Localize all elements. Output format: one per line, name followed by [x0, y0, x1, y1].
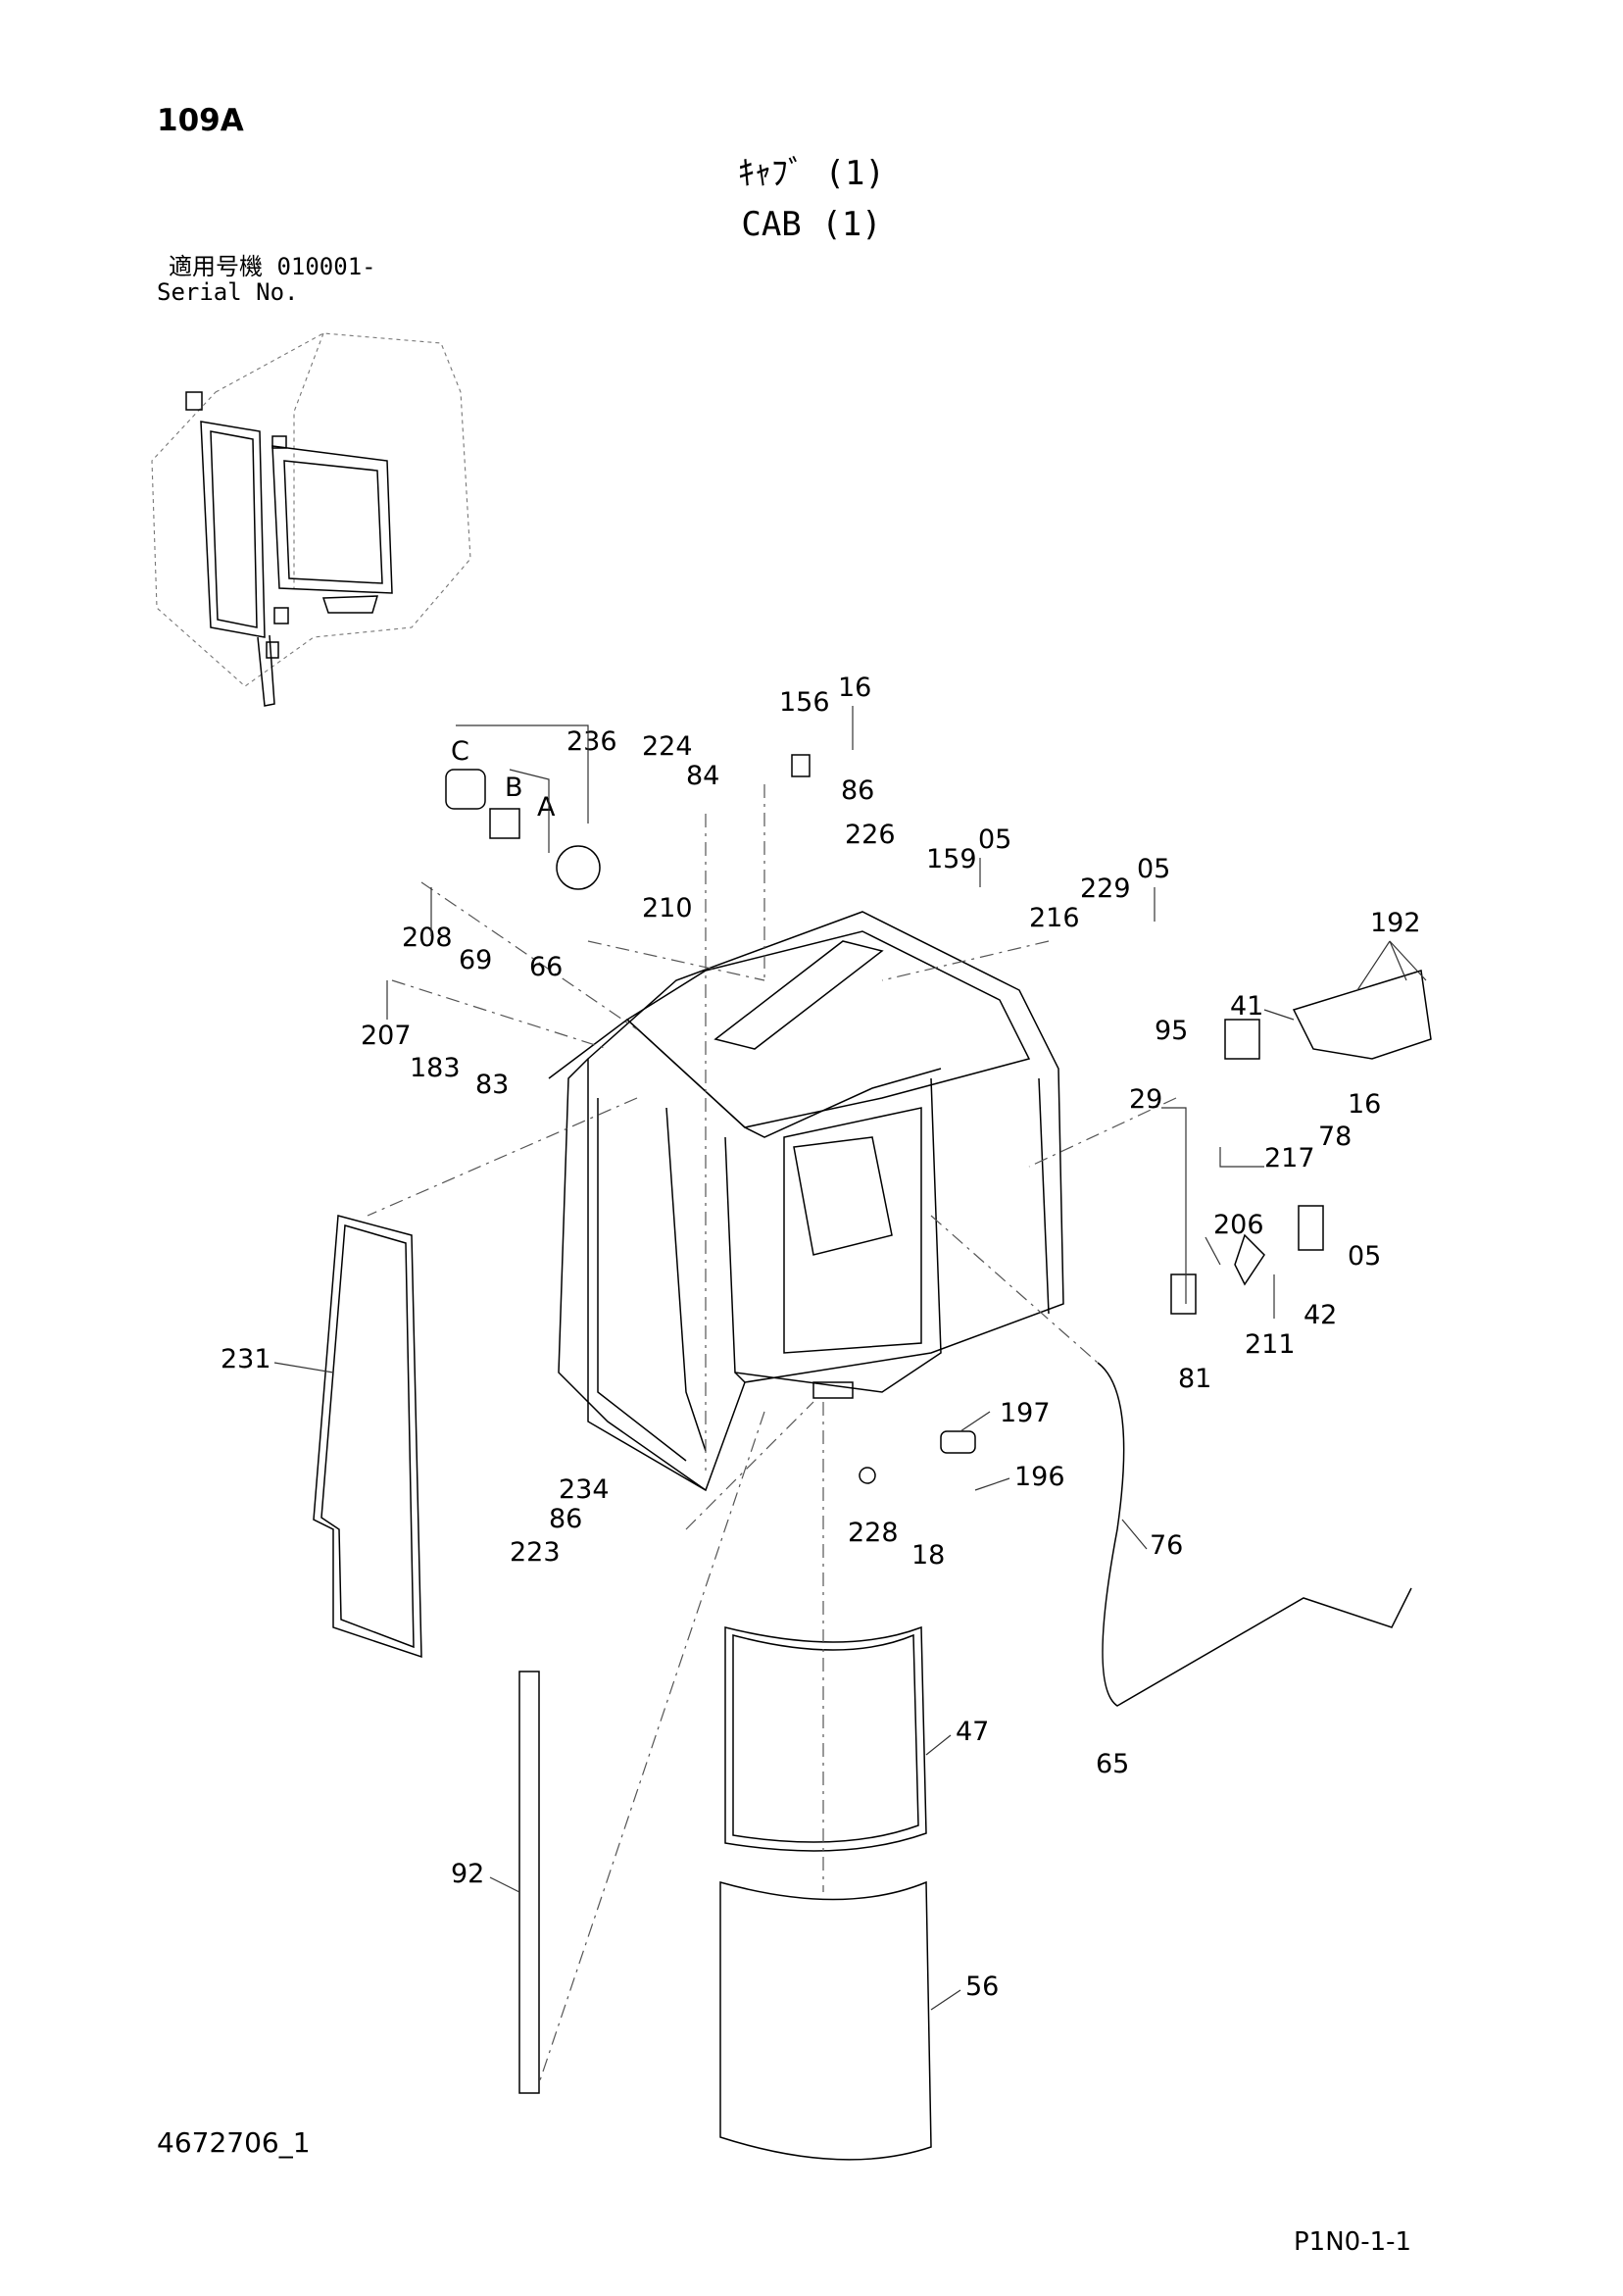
callout-29: 29 — [1129, 1084, 1162, 1115]
callout-labels: 16 156 236 224 84 86 226 C B A 159 05 22… — [221, 673, 1421, 2002]
strip-92 — [518, 1671, 540, 2094]
callout-A: A — [537, 792, 556, 823]
panel-41 — [1292, 970, 1432, 1060]
callout-226: 226 — [845, 820, 896, 850]
dash-lines — [367, 784, 1177, 2084]
callout-84: 84 — [686, 761, 719, 791]
callout-223: 223 — [510, 1537, 561, 1568]
callout-211: 211 — [1245, 1329, 1296, 1360]
callout-47: 47 — [956, 1717, 989, 1747]
cab-frame — [548, 911, 1064, 1492]
callout-76: 76 — [1150, 1530, 1183, 1561]
callout-159: 159 — [926, 844, 977, 874]
callout-56: 56 — [965, 1972, 999, 2002]
small-parts — [445, 754, 1324, 1484]
callout-81: 81 — [1178, 1364, 1211, 1394]
callout-86-top: 86 — [841, 775, 874, 806]
callout-05-right: 05 — [1137, 854, 1170, 884]
callout-05-lower: 05 — [1348, 1241, 1381, 1272]
document-number: 4672706_1 — [157, 2126, 311, 2159]
callout-210: 210 — [642, 893, 693, 923]
callout-234: 234 — [559, 1474, 610, 1505]
serial-label-japanese: 適用号機 010001- — [169, 253, 376, 280]
callout-65: 65 — [1096, 1749, 1129, 1779]
callout-16-right: 16 — [1348, 1089, 1381, 1120]
callout-196: 196 — [1014, 1462, 1065, 1492]
callout-78: 78 — [1318, 1122, 1352, 1152]
overview-inset — [151, 332, 471, 707]
serial-label-english: Serial No. — [157, 278, 299, 306]
callout-217: 217 — [1264, 1143, 1315, 1173]
callout-231: 231 — [221, 1344, 271, 1374]
callout-207: 207 — [361, 1021, 412, 1051]
callout-236: 236 — [566, 726, 617, 757]
callout-86-lower: 86 — [549, 1504, 582, 1534]
callout-183: 183 — [410, 1053, 461, 1083]
callout-224: 224 — [642, 731, 693, 762]
callout-83: 83 — [475, 1070, 509, 1100]
callout-66: 66 — [529, 952, 563, 982]
callout-229: 229 — [1080, 873, 1131, 904]
window-seal-231 — [313, 1215, 422, 1659]
callout-16-top: 16 — [838, 673, 871, 703]
harness-76 — [1097, 1362, 1412, 1707]
callout-216: 216 — [1029, 903, 1080, 933]
callout-05-top: 05 — [978, 824, 1011, 855]
callout-228: 228 — [848, 1518, 899, 1548]
callout-95: 95 — [1155, 1016, 1188, 1046]
callout-41: 41 — [1230, 991, 1263, 1022]
callout-18: 18 — [911, 1540, 945, 1571]
callout-92: 92 — [451, 1859, 484, 1889]
callout-42: 42 — [1303, 1300, 1337, 1330]
callout-69: 69 — [459, 945, 492, 975]
title-english: CAB (1) — [741, 205, 882, 244]
callout-156: 156 — [779, 687, 830, 718]
callout-192: 192 — [1370, 908, 1421, 938]
callout-197: 197 — [1000, 1398, 1051, 1428]
callout-C: C — [451, 736, 469, 767]
callout-206: 206 — [1213, 1210, 1264, 1240]
page-reference: P1N0-1-1 — [1294, 2227, 1412, 2257]
leader-lines — [273, 706, 1427, 2011]
page-code: 109A — [157, 103, 244, 138]
callout-B: B — [505, 773, 523, 803]
title-japanese: ｷｬﾌﾞ (1) — [738, 154, 885, 193]
glass-panels — [719, 1625, 932, 2161]
callout-208: 208 — [402, 923, 453, 953]
